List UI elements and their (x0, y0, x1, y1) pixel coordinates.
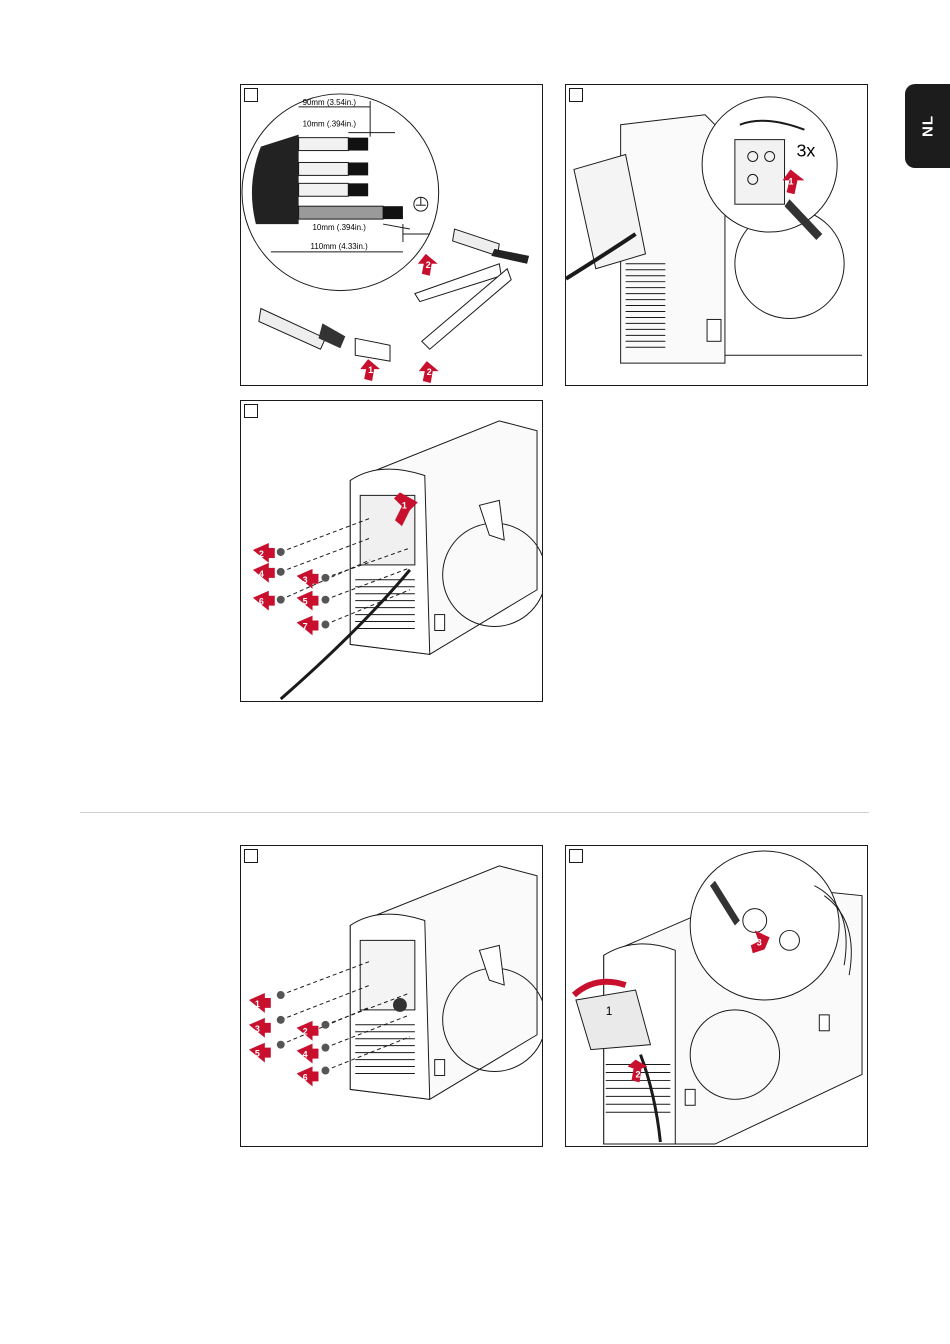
figure-open-cover: 1 2 3 (565, 845, 868, 1147)
step-checkbox (244, 404, 258, 418)
remove-arrow-4: 4 (303, 1050, 308, 1060)
language-tab-label: NL (919, 115, 936, 137)
open-cover-illustration: 1 2 3 (566, 846, 867, 1146)
figure-mount-cover: 1 2 3 4 5 6 7 (240, 400, 543, 702)
step-checkbox (569, 88, 583, 102)
mount-arrow-4: 4 (259, 569, 264, 579)
terminal-arrow-1-label: 1 (789, 176, 794, 186)
remove-arrow-2: 2 (303, 1027, 308, 1037)
mount-arrow-6: 6 (259, 597, 264, 607)
open-arrow-2: 2 (636, 1069, 641, 1079)
figure-terminal-connection: 3x 1 (565, 84, 868, 386)
dim-110mm: 110mm (4.33in.) (311, 242, 369, 251)
step-checkbox (244, 88, 258, 102)
remove-arrow-1: 1 (255, 999, 260, 1009)
arrow-1-label: 1 (368, 365, 373, 375)
dim-10mm-top: 10mm (.394in.) (303, 120, 357, 129)
remove-arrow-3: 3 (255, 1024, 260, 1034)
figure-remove-cover: 1 2 3 4 5 6 (240, 845, 543, 1147)
mount-cover-illustration: 1 2 3 4 5 6 7 (241, 401, 542, 701)
open-arrow-3: 3 (757, 937, 762, 947)
remove-arrow-5: 5 (255, 1049, 260, 1059)
mount-arrow-1: 1 (402, 500, 407, 510)
section-divider (80, 812, 869, 813)
mount-arrow-3: 3 (303, 575, 308, 585)
mount-arrow-7: 7 (303, 621, 308, 631)
dim-10mm-bottom: 10mm (.394in.) (313, 223, 367, 232)
arrow-2a-label: 2 (426, 260, 431, 270)
step-checkbox (244, 849, 258, 863)
language-tab: NL (905, 84, 950, 168)
step-checkbox (569, 849, 583, 863)
mount-arrow-5: 5 (303, 597, 308, 607)
remove-arrow-6: 6 (303, 1072, 308, 1082)
figure-cable-preparation: 90mm (3.54in.) 10mm (.394in.) 10mm (.394… (240, 84, 543, 386)
arrow-2b-label: 2 (427, 367, 432, 377)
cable-preparation-illustration: 90mm (3.54in.) 10mm (.394in.) 10mm (.394… (241, 85, 542, 385)
open-arrow-1: 1 (606, 1004, 613, 1018)
mount-arrow-2: 2 (259, 549, 264, 559)
terminal-connection-illustration: 3x 1 (566, 85, 867, 385)
dim-90mm: 90mm (3.54in.) (303, 98, 357, 107)
remove-cover-illustration: 1 2 3 4 5 6 (241, 846, 542, 1146)
repeat-count-label: 3x (796, 141, 815, 161)
